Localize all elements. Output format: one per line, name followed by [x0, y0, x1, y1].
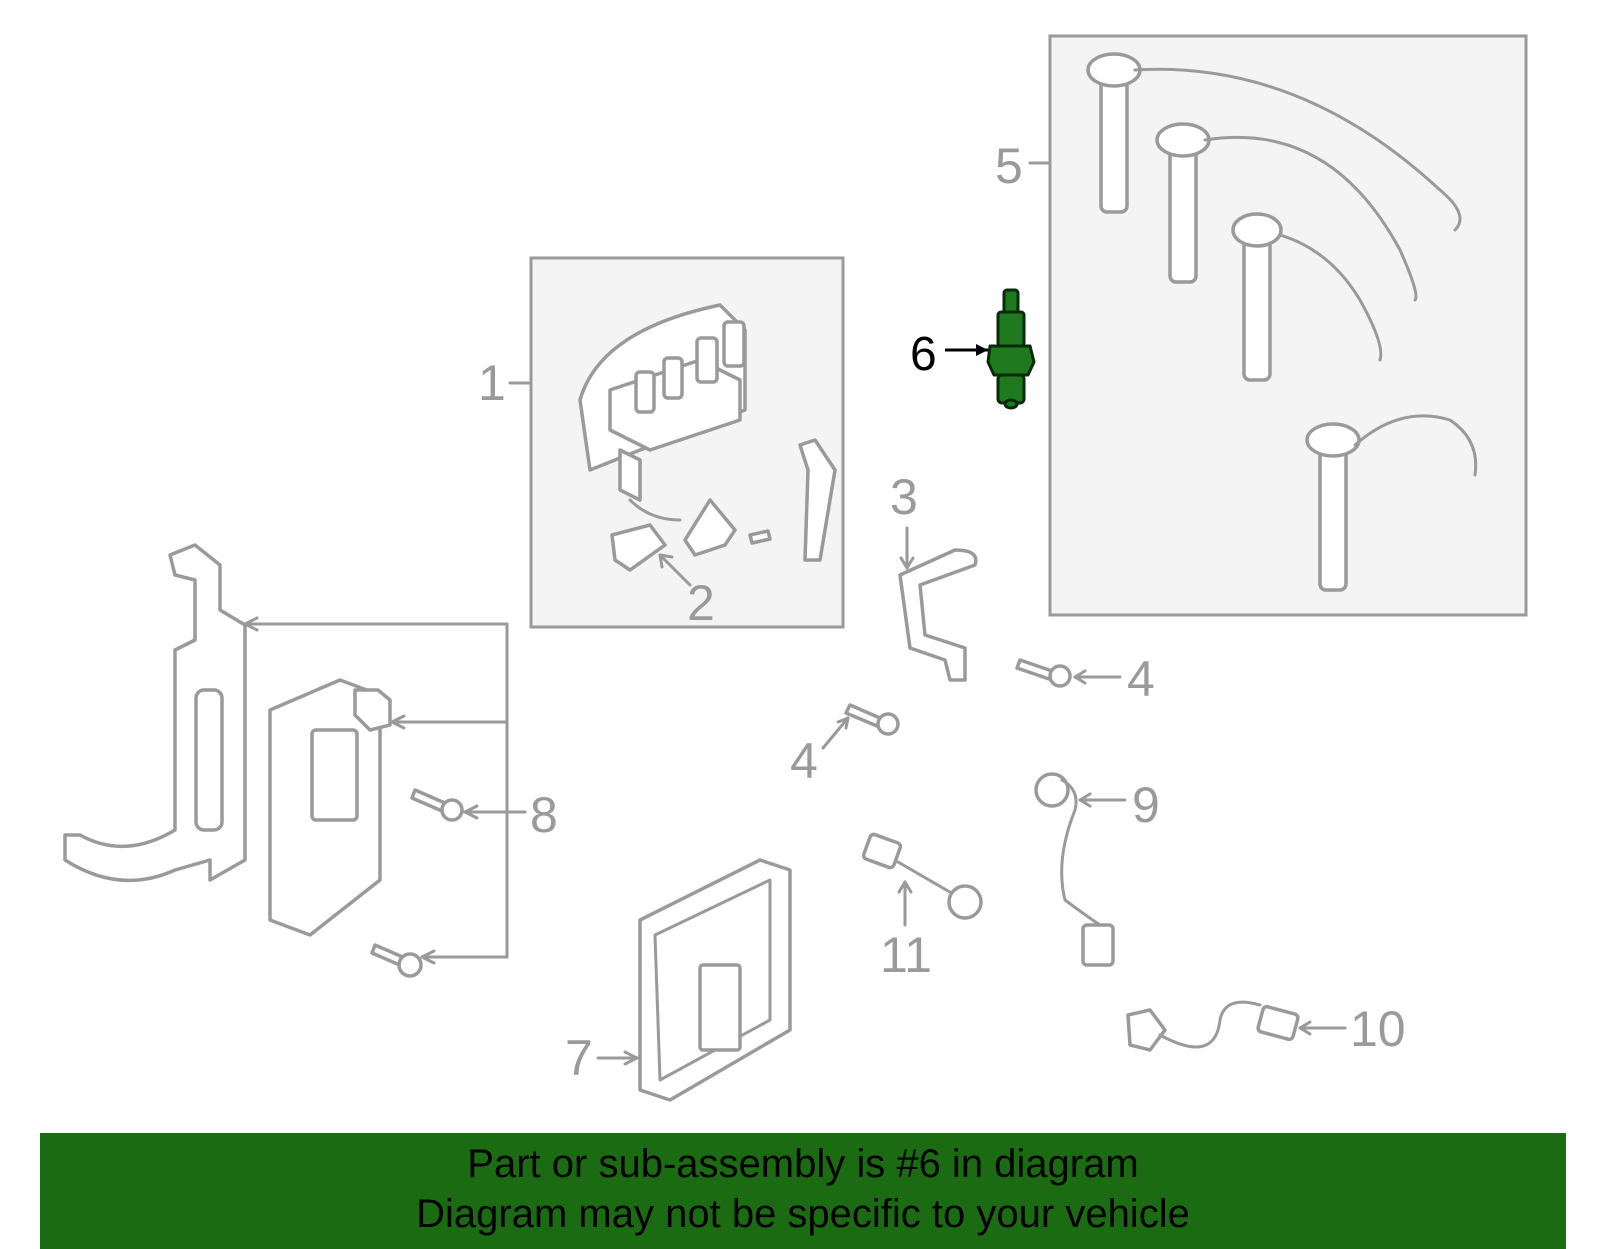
bolt-part-upper[interactable]	[1015, 658, 1072, 688]
callout-3: 3	[890, 469, 918, 525]
spark-plug-part[interactable]	[986, 288, 1036, 410]
ignition-module-part[interactable]	[268, 678, 392, 937]
bolt-part-8b[interactable]	[370, 943, 423, 978]
callout-1: 1	[478, 355, 506, 411]
wire-set-box	[1048, 34, 1528, 617]
spark-plug-wire-set-part[interactable]	[1086, 52, 1478, 592]
coil-connector-part[interactable]	[610, 498, 682, 572]
sensor-part-11[interactable]	[861, 832, 983, 920]
coil-bracket-part[interactable]	[683, 438, 837, 562]
callout-9: 9	[1132, 777, 1160, 833]
info-banner: Part or sub-assembly is #6 in diagram Di…	[40, 1133, 1566, 1249]
callout-2: 2	[687, 575, 715, 631]
engine-control-module-part[interactable]	[638, 858, 792, 1102]
callout-7: 7	[565, 1030, 593, 1086]
callout-10: 10	[1350, 1001, 1406, 1057]
bolt-part-8a[interactable]	[410, 788, 464, 822]
callout-5: 5	[995, 138, 1023, 194]
callout-4-upper: 4	[1127, 651, 1155, 707]
sensor-part-10[interactable]	[1126, 1000, 1300, 1052]
mounting-bracket-part[interactable]	[63, 543, 247, 883]
callout-11: 11	[880, 927, 932, 983]
bracket-part[interactable]	[898, 548, 978, 682]
callout-6: 6	[910, 328, 937, 381]
bolt-part-lower[interactable]	[844, 703, 900, 736]
sensor-part-9[interactable]	[1034, 772, 1115, 967]
ignition-coil-part[interactable]	[578, 303, 747, 502]
callout-4-lower: 4	[790, 733, 818, 789]
banner-line-1: Part or sub-assembly is #6 in diagram	[467, 1142, 1139, 1186]
banner-line-2: Diagram may not be specific to your vehi…	[416, 1192, 1190, 1236]
callout-8: 8	[530, 787, 558, 843]
